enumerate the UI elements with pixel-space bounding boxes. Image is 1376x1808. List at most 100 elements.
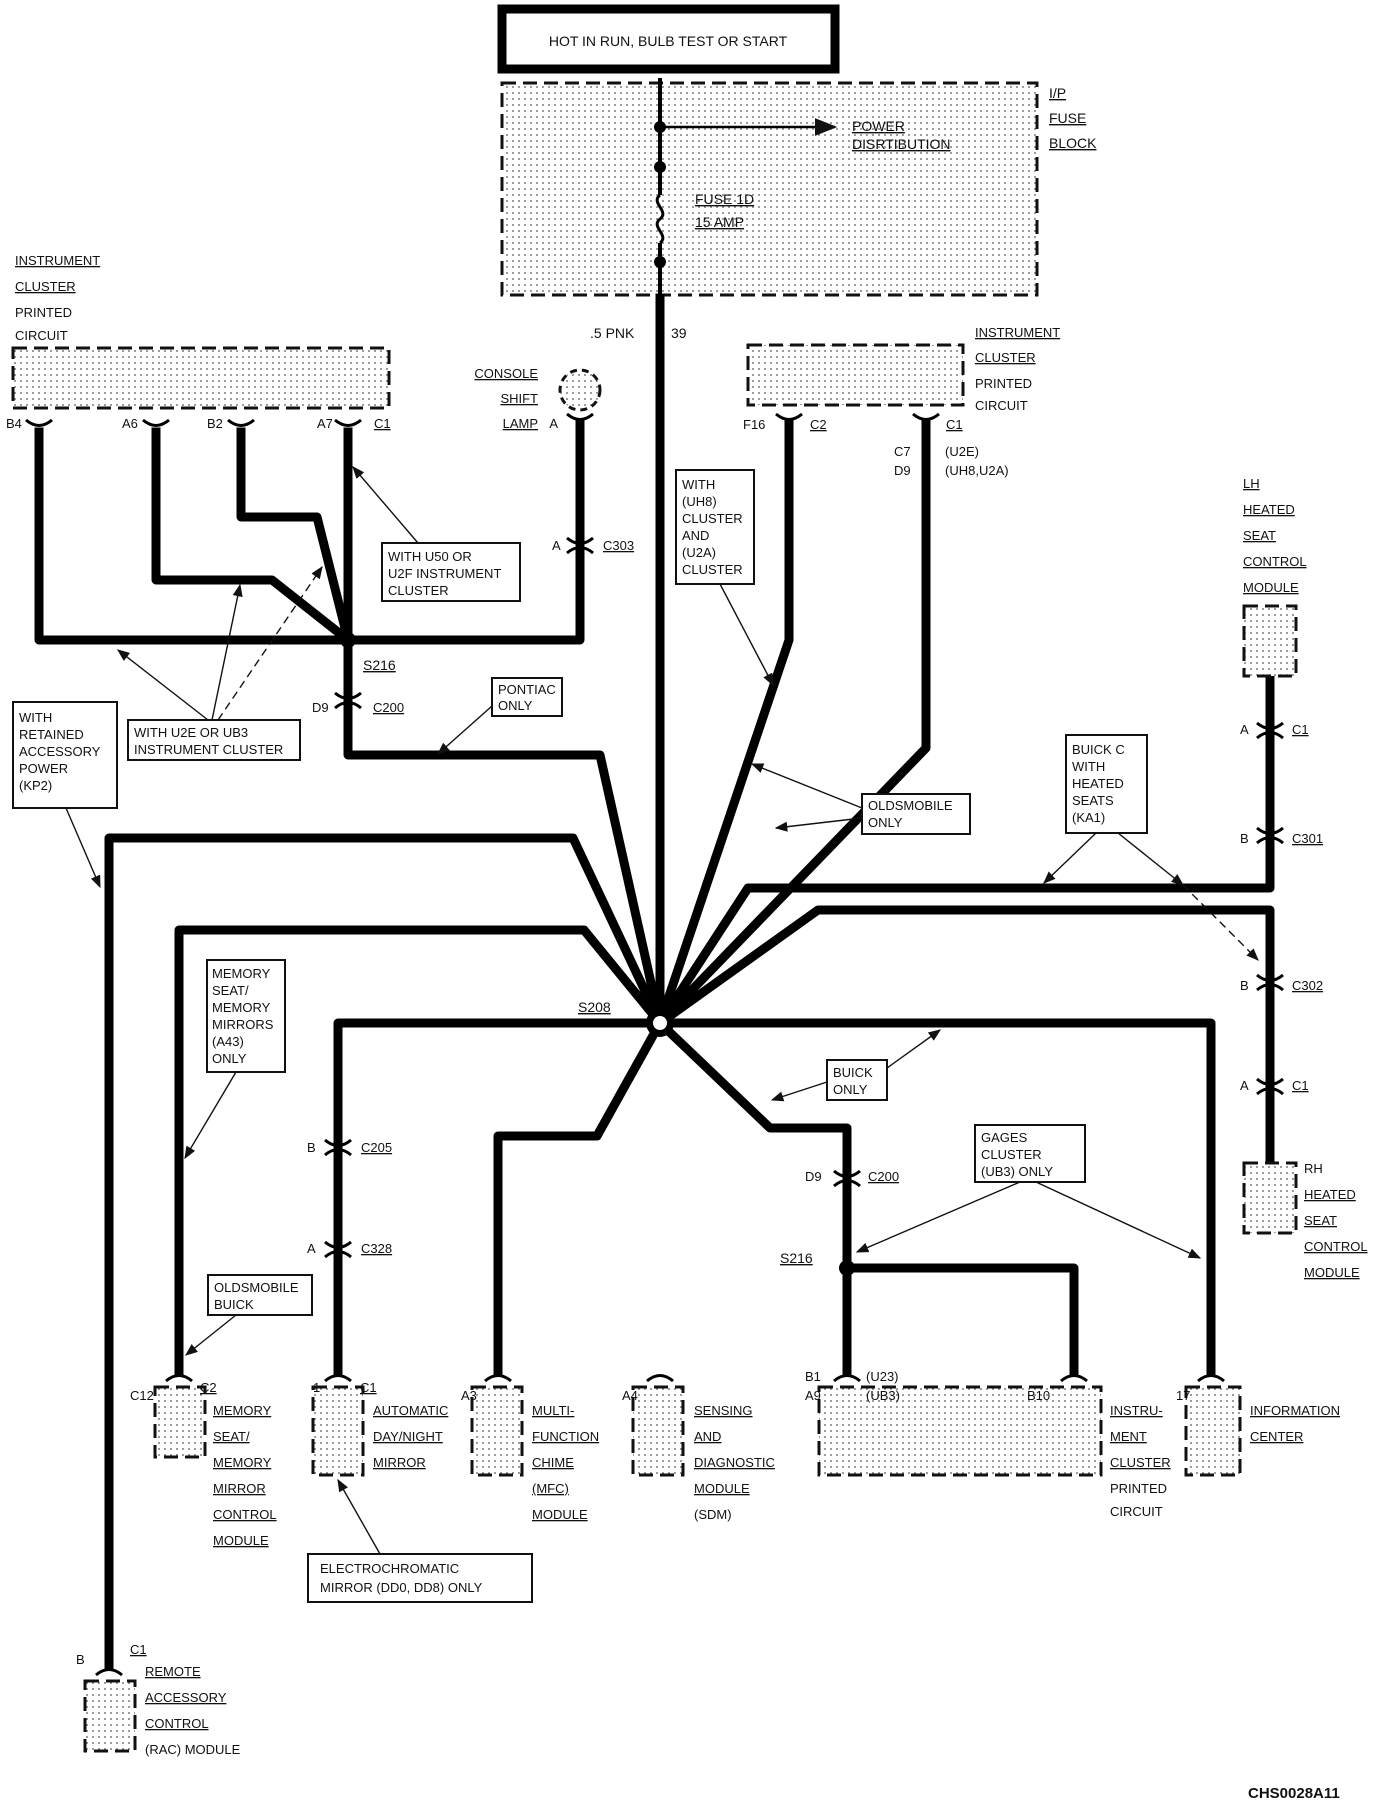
- callout-electrochromatic-text: ELECTROCHROMATIC MIRROR (DD0, DD8) ONLY: [320, 1561, 483, 1595]
- memory-seat-pin: C12: [130, 1388, 154, 1403]
- svg-text:(UB3) ONLY: (UB3) ONLY: [981, 1164, 1053, 1179]
- arrow-memory-mirrors: [184, 1071, 237, 1160]
- pin-b2: [227, 418, 255, 427]
- info-center-pin: 17: [1176, 1388, 1190, 1403]
- svg-text:CIRCUIT: CIRCUIT: [975, 398, 1028, 413]
- callout-pontiac-text: PONTIAC ONLY: [498, 682, 556, 713]
- callout-gages-cluster-text: GAGES CLUSTER (UB3) ONLY: [981, 1130, 1053, 1179]
- sdm-label: SENSING AND DIAGNOSTIC MODULE (SDM): [694, 1403, 775, 1522]
- memory-seat-label: MEMORY SEAT/ MEMORY MIRROR CONTROL MODUL…: [213, 1403, 277, 1548]
- svg-text:MEMORY: MEMORY: [213, 1403, 272, 1418]
- pin-a4: [646, 1374, 674, 1383]
- svg-text:CLUSTER: CLUSTER: [975, 350, 1036, 365]
- svg-text:MIRRORS: MIRRORS: [212, 1017, 274, 1032]
- svg-text:OLDSMOBILE: OLDSMOBILE: [214, 1280, 299, 1295]
- arrow-electrochromatic: [337, 1478, 381, 1555]
- arrow-u2e-to-b2: [217, 565, 323, 721]
- arrow-gages-1: [855, 1181, 1021, 1253]
- svg-text:WITH U50 OR: WITH U50 OR: [388, 549, 472, 564]
- svg-text:POWER: POWER: [19, 761, 68, 776]
- svg-text:CONTROL: CONTROL: [1243, 554, 1307, 569]
- callout-u2e-ub3: [127, 719, 301, 761]
- svg-text:BUICK: BUICK: [214, 1297, 254, 1312]
- callout-buick-heated-text: BUICK C WITH HEATED SEATS (KA1): [1072, 742, 1125, 825]
- callout-oldsmobile-only-text: OLDSMOBILE ONLY: [868, 798, 953, 830]
- connector-c1-rh: [1256, 1077, 1284, 1096]
- main-wire-circuit: 39: [671, 325, 687, 341]
- svg-text:INSTRU-: INSTRU-: [1110, 1403, 1163, 1418]
- svg-text:C1: C1: [946, 417, 963, 432]
- svg-text:CLUSTER: CLUSTER: [388, 583, 449, 598]
- svg-text:INSTRUMENT CLUSTER: INSTRUMENT CLUSTER: [134, 742, 283, 757]
- auto-mirror-label: AUTOMATIC DAY/NIGHT MIRROR: [373, 1403, 448, 1470]
- pin-1: [324, 1374, 352, 1383]
- callout-memory-mirrors-text: MEMORY SEAT/ MEMORY MIRRORS (A43) ONLY: [212, 966, 274, 1066]
- wire-b2: [236, 427, 354, 646]
- svg-text:ONLY: ONLY: [833, 1082, 868, 1097]
- arrow-buick-heated-1: [1043, 832, 1097, 884]
- svg-text:LH: LH: [1243, 476, 1260, 491]
- svg-text:MIRROR: MIRROR: [373, 1455, 426, 1470]
- arrow-gages-2: [1035, 1181, 1202, 1259]
- svg-text:A: A: [552, 538, 561, 553]
- svg-text:MODULE: MODULE: [694, 1481, 750, 1496]
- svg-text:BUICK C: BUICK C: [1072, 742, 1125, 757]
- svg-text:CLUSTER: CLUSTER: [682, 511, 743, 526]
- svg-text:SEAT: SEAT: [1304, 1213, 1337, 1228]
- power-condition-box: [497, 4, 840, 74]
- svg-text:15 AMP: 15 AMP: [695, 214, 744, 230]
- svg-text:MODULE: MODULE: [532, 1507, 588, 1522]
- wire-rac-module: [104, 833, 666, 1671]
- svg-text:B: B: [307, 1140, 316, 1155]
- svg-text:ELECTROCHROMATIC: ELECTROCHROMATIC: [320, 1561, 459, 1576]
- splice-s208-center: [653, 1016, 667, 1030]
- wire-info-center: [655, 1018, 1216, 1375]
- sdm-module: [631, 1385, 685, 1477]
- svg-text:C302: C302: [1292, 978, 1323, 993]
- svg-text:(KA1): (KA1): [1072, 810, 1105, 825]
- fuse-1d-label: FUSE 1D 15 AMP: [695, 191, 754, 230]
- callout-u2e-ub3-text: WITH U2E OR UB3 INSTRUMENT CLUSTER: [134, 725, 283, 757]
- fuse-block-node-1: [654, 121, 666, 133]
- svg-text:PRINTED: PRINTED: [15, 305, 72, 320]
- arrow-retained-power: [65, 807, 101, 889]
- svg-text:CIRCUIT: CIRCUIT: [15, 328, 68, 343]
- rac-pin: B: [76, 1652, 85, 1667]
- arrow-buick-heated-2b: [1182, 884, 1259, 961]
- svg-text:MEMORY: MEMORY: [212, 966, 271, 981]
- fuse-block-node-2: [654, 161, 666, 173]
- mfc-pin: A3: [461, 1388, 477, 1403]
- connector-c301: [1256, 826, 1284, 845]
- svg-text:(MFC): (MFC): [532, 1481, 569, 1496]
- svg-text:SHIFT: SHIFT: [500, 391, 538, 406]
- svg-text:CENTER: CENTER: [1250, 1429, 1303, 1444]
- svg-text:A7: A7: [317, 416, 333, 431]
- connector-c200-top: [334, 691, 362, 710]
- pin-b10: [1060, 1374, 1088, 1383]
- svg-text:C301: C301: [1292, 831, 1323, 846]
- svg-text:WITH: WITH: [1072, 759, 1105, 774]
- svg-text:C200: C200: [868, 1169, 899, 1184]
- memory-seat-module: [153, 1385, 207, 1459]
- callout-memory-mirrors: [206, 959, 286, 1073]
- arrow-buick-only-1: [770, 1081, 828, 1102]
- svg-text:B10: B10: [1027, 1388, 1050, 1403]
- pin-17: [1197, 1374, 1225, 1383]
- svg-text:RH: RH: [1304, 1161, 1323, 1176]
- callout-uh8-u2a-text: WITH (UH8) CLUSTER AND (U2A) CLUSTER: [682, 477, 743, 577]
- info-center-label: INFORMATION CENTER: [1250, 1403, 1340, 1444]
- svg-text:INFORMATION: INFORMATION: [1250, 1403, 1340, 1418]
- svg-text:(A43): (A43): [212, 1034, 244, 1049]
- arrow-oldsmobile-1: [750, 763, 863, 809]
- fuse-block-node-3: [654, 256, 666, 268]
- pin-a3: [484, 1374, 512, 1383]
- sdm-pin: A4: [622, 1388, 638, 1403]
- wire-ic-bottom: [653, 1016, 852, 1375]
- svg-text:AND: AND: [694, 1429, 721, 1444]
- svg-text:A: A: [1240, 1078, 1249, 1093]
- svg-text:CONSOLE: CONSOLE: [474, 366, 538, 381]
- arrow-oldsmobile-2: [774, 817, 863, 832]
- ip-fuse-block: [500, 81, 1039, 297]
- auto-mirror-connector: C1: [360, 1380, 377, 1395]
